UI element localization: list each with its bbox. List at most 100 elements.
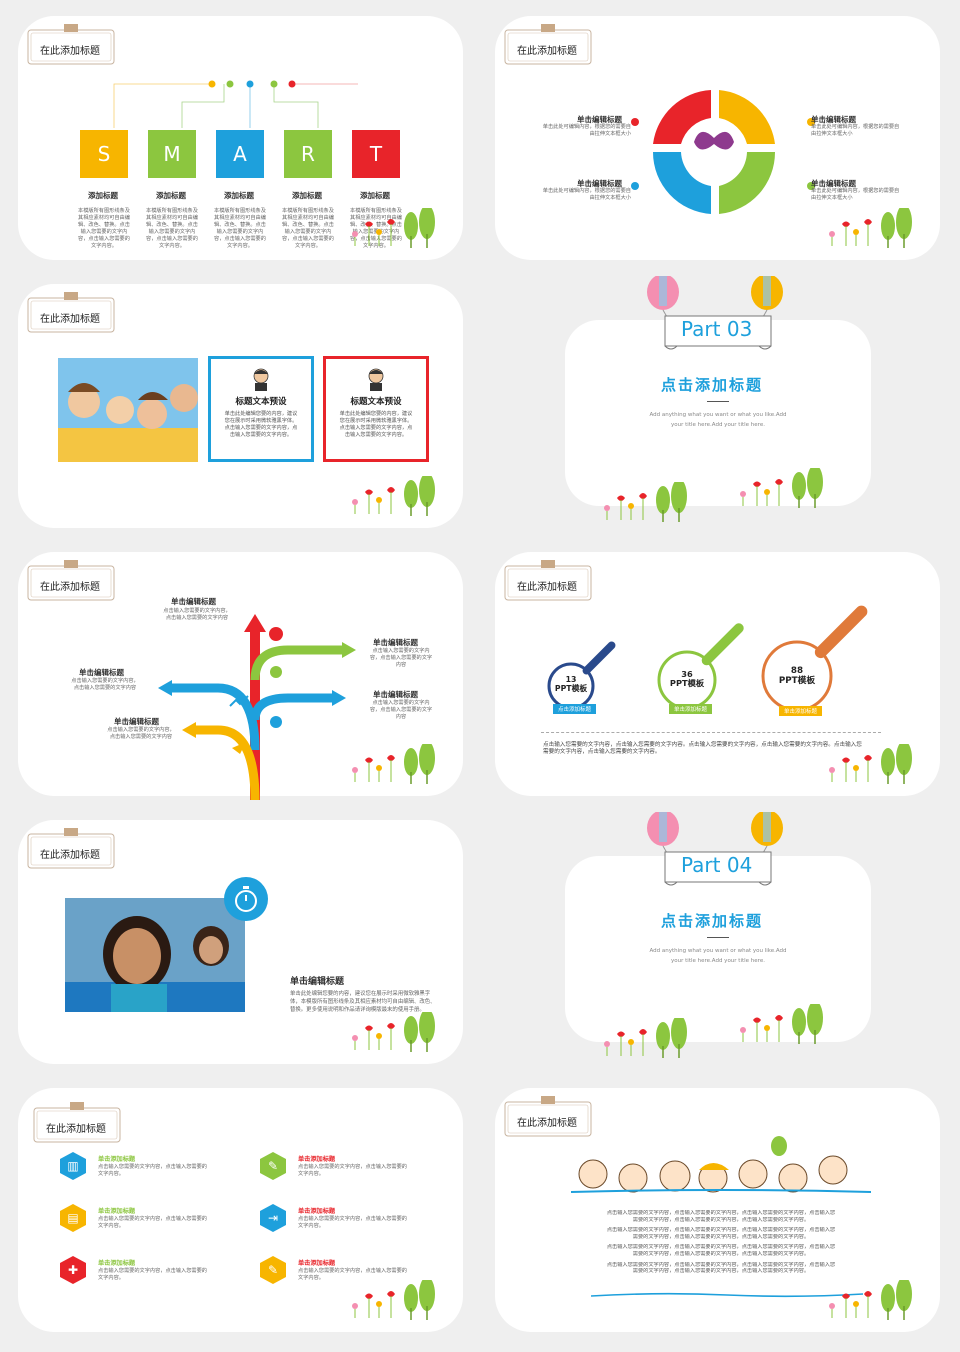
sign-text-5: 点击输入您需要的文字内容，点击输入您需要的文字内容 <box>107 727 175 740</box>
plants-decoration <box>828 208 913 249</box>
header-tag-text: 在此添加标题 <box>40 850 100 861</box>
slide-card: 在此添加标题 标题文本预设单击此处编辑您要的内容，建议您在展示时采用微软雅黑字体… <box>18 284 463 528</box>
plants-decoration <box>351 1280 436 1321</box>
cycle-text-left-1: 单击此处可编辑内容，根据您的需要自由拉伸文本框大小 <box>542 124 631 137</box>
preset-text: 单击此处编辑您要的内容，建议您在展示时采用微软雅黑字体。点击输入您需要的文字内容… <box>339 411 413 438</box>
preset-text: 单击此处编辑您要的内容，建议您在展示时采用微软雅黑字体。点击输入您需要的文字内容… <box>224 411 298 438</box>
slide-smart[interactable]: 在此添加标题 S 添加标题本模版所有图形线条及其相应素材均可自由编辑、改色、替换。… <box>8 8 473 266</box>
plants-decoration <box>351 476 436 517</box>
paper-plane-icon <box>232 742 246 754</box>
sign-text-2: 点击输入您需要的文字内容，点击输入您需要的文字内容 <box>369 648 433 668</box>
magnifier-icon <box>547 641 616 710</box>
magnifier-number: 88 <box>790 666 804 676</box>
cycle-text-right-1: 单击此处可编辑内容，根据您的需要自由拉伸文本框大小 <box>811 124 900 137</box>
part-subtitle-line-1: Add anything what you want or what you l… <box>649 412 787 418</box>
lifebuoy-icon <box>270 716 282 728</box>
sign-title-4: 单击编辑标题 <box>373 690 418 699</box>
sign-text-3: 点击输入您需要的文字内容，点击输入您需要的文字内容 <box>71 678 139 691</box>
kids-text-block: 点击输入您需要的文字内容，点击输入您需要的文字内容，点击输入您需要的文字内容，点… <box>591 1210 851 1279</box>
kids-text-line: 需要的文字内容，点击输入您需要的文字内容，点击输入您需要的文字内容。 <box>632 1233 810 1240</box>
hex-badge-icon: ⇥ <box>260 1204 286 1232</box>
hex-badge-icon: ▤ <box>60 1204 86 1232</box>
slide-kids-row[interactable]: 在此添加标题 点击输入您需要的文字内容，点击输入您需要的文字内容，点击输入您需要… <box>485 1080 950 1338</box>
smart-caption: 添加标题 <box>292 191 322 200</box>
magnifier-number: 13 <box>565 675 577 684</box>
slide-cycle[interactable]: 在此添加标题 单击编辑标题 单击此处可编辑内容，根据您的需要自由拉伸文本框大小 … <box>485 8 950 266</box>
chart-icon <box>229 695 249 707</box>
magnifier-icon <box>761 605 868 712</box>
slide-photo-boxes[interactable]: 在此添加标题 标题文本预设单击此处编辑您要的内容，建议您在展示时采用微软雅黑字体… <box>8 276 473 534</box>
sign-title-1: 单击编辑标题 <box>171 597 216 606</box>
kids-text-line: 需要的文字内容，点击输入您需要的文字内容，点击输入您需要的文字内容。 <box>632 1250 810 1257</box>
part-scroll <box>664 315 772 350</box>
header-tag-text: 在此添加标题 <box>517 1118 577 1129</box>
cycle-text-left-2: 单击此处可编辑内容，根据您的需要自由拉伸文本框大小 <box>542 188 631 201</box>
header-tag: 在此添加标题 <box>503 1094 595 1138</box>
dashed-divider <box>541 732 881 733</box>
part-divider <box>707 401 729 402</box>
sign-title-5: 单击编辑标题 <box>114 717 159 726</box>
smart-letter-box: S <box>80 130 128 178</box>
slide-card: 在此添加标题 单击编辑标题 点击输入您需要的文字内容，点击输入您需要的文字内容 … <box>18 552 463 800</box>
slide-part04[interactable]: Part 04 点击添加标题 Add anything what you wan… <box>485 812 950 1070</box>
preset-text-box: 标题文本预设单击此处编辑您要的内容，建议您在展示时采用微软雅黑字体。点击输入您需… <box>323 356 429 462</box>
avatar-icon <box>253 368 269 391</box>
preset-title: 标题文本预设 <box>350 397 402 407</box>
hex-item-title: 单击添加标题 <box>98 1208 136 1215</box>
cycle-dots <box>631 118 815 190</box>
cycle-title-right-2: 单击编辑标题 <box>811 179 856 188</box>
connector-lines <box>113 80 358 128</box>
slide-card: 在此添加标题 点击输入您需要的文字内容，点击输入您需要的文字内容，点击输入您需要… <box>495 1088 940 1332</box>
kids-text-line: 点击输入您需要的文字内容，点击输入您需要的文字内容，点击输入您需要的文字内容，点… <box>606 1227 836 1234</box>
kids-photo <box>58 358 198 462</box>
slide-part03[interactable]: Part 03 点击添加标题 Add anything what you wan… <box>485 276 950 534</box>
header-tag-text: 在此添加标题 <box>46 1124 106 1135</box>
plants-decoration-right <box>739 1004 824 1045</box>
header-tag: 在此添加标题 <box>26 22 118 66</box>
magnifier-caption: 单击添加标题 <box>779 706 823 716</box>
cartoon-kids-illustration <box>571 1136 871 1193</box>
slide-signpost[interactable]: 在此添加标题 单击编辑标题 点击输入您需要的文字内容，点击输入您需要的文字内容 … <box>8 544 473 802</box>
smart-caption: 添加标题 <box>224 191 254 200</box>
smart-desc: 本模版所有图形线条及其相应素材均可自由编辑、改色、替换。点击输入您需要的文字内容… <box>146 208 198 249</box>
part-divider <box>707 937 729 938</box>
preset-text-box: 标题文本预设单击此处编辑您要的内容，建议您在展示时采用微软雅黑字体。点击输入您需… <box>208 356 314 462</box>
signpost-diagram <box>158 614 356 800</box>
sign-text-1: 点击输入您需要的文字内容，点击输入您需要的文字内容 <box>163 608 231 621</box>
avatar-icon <box>368 368 384 391</box>
part-title: 点击添加标题 <box>661 376 764 394</box>
cycle-title-right-1: 单击编辑标题 <box>811 115 856 124</box>
hex-item-title: 单击添加标题 <box>298 1260 336 1267</box>
header-tag: 在此添加标题 <box>503 22 595 66</box>
part-subtitle-line-1: Add anything what you want or what you l… <box>649 948 787 954</box>
magnifier-unit: PPT模板 <box>669 678 705 689</box>
part-title: 点击添加标题 <box>661 912 764 930</box>
slide-card: 在此添加标题 单击编辑标题 单击此处可编辑内容，根据您的需要自由拉伸文本框大小 … <box>495 16 940 260</box>
smart-desc: 本模版所有图形线条及其相应素材均可自由编辑、改色、替换。点击输入您需要的文字内容… <box>214 208 266 249</box>
balloons-decoration <box>647 812 783 860</box>
slide-hex-list[interactable]: 在此添加标题 ▥单击添加标题点击输入您需要的文字内容，点击输入您需要的文字内容。… <box>8 1080 473 1338</box>
smart-letter-box: T <box>352 130 400 178</box>
header-tag: 在此添加标题 <box>26 290 118 334</box>
header-tag-text: 在此添加标题 <box>517 46 577 57</box>
kids-text-line: 需要的文字内容，点击输入您需要的文字内容，点击输入您需要的文字内容。 <box>632 1268 810 1275</box>
slide-girl-photo[interactable]: 在此添加标题 单击编辑标题 单击此处编辑您要的内容，建议您在展示时采用微软雅黑字… <box>8 812 473 1070</box>
plants-decoration-left <box>603 1018 688 1059</box>
magnifier-number: 36 <box>681 669 693 679</box>
balloons-decoration <box>647 276 783 324</box>
slide-card: 在此添加标题 单击编辑标题 单击此处编辑您要的内容，建议您在展示时采用微软雅黑字… <box>18 820 463 1064</box>
plants-decoration-right <box>739 468 824 509</box>
slide-card: 在此添加标题 ▥单击添加标题点击输入您需要的文字内容，点击输入您需要的文字内容。… <box>18 1088 463 1332</box>
hex-badge-icon: ✎ <box>260 1256 286 1284</box>
header-tag-text: 在此添加标题 <box>40 582 100 593</box>
part-subtitle-line-2: your title here.Add your title here. <box>671 422 765 428</box>
slide-card: 在此添加标题 S 添加标题本模版所有图形线条及其相应素材均可自由编辑、改色、替换。… <box>18 16 463 260</box>
hex-badge-icon: ✚ <box>60 1256 86 1284</box>
kids-text-line: 需要的文字内容，点击输入您需要的文字内容，点击输入您需要的文字内容。 <box>632 1216 810 1223</box>
header-tag: 在此添加标题 <box>26 558 118 602</box>
